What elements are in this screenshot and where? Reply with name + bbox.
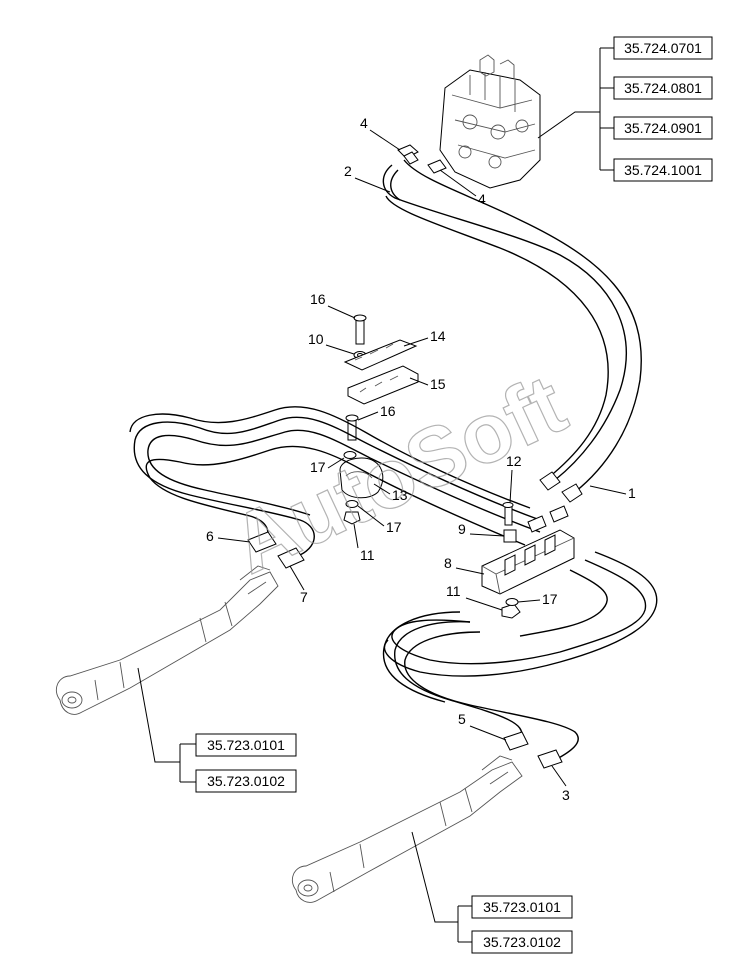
clamp-plate-14	[343, 339, 418, 371]
svg-text:35.723.0102: 35.723.0102	[207, 773, 285, 789]
svg-text:10: 10	[308, 331, 324, 347]
svg-text:4: 4	[360, 115, 368, 131]
svg-text:3: 3	[562, 787, 570, 803]
hose-end-fitting-6	[247, 531, 277, 553]
cylinder-upper-reference-group: 35.723.0101 35.723.0102	[137, 667, 297, 793]
svg-text:35.724.1001: 35.724.1001	[624, 162, 702, 178]
svg-text:2: 2	[344, 163, 352, 179]
clamp-plate-15	[347, 365, 419, 405]
valve-reference-group: 35.724.0701 35.724.0801 35.724.0901 35.7…	[537, 36, 713, 182]
callout-12: 12	[506, 453, 522, 504]
svg-text:16: 16	[380, 403, 396, 419]
hose-end-fitting-5	[503, 731, 529, 751]
callout-17-upper: 17	[310, 457, 345, 475]
svg-text:35.723.0101: 35.723.0101	[483, 899, 561, 915]
washer-17-lower	[345, 500, 359, 508]
svg-text:7: 7	[300, 589, 308, 605]
svg-text:11: 11	[446, 583, 461, 599]
svg-text:35.724.0801: 35.724.0801	[624, 80, 702, 96]
ref-box-cylinder-upper-1[interactable]: 35.723.0101	[195, 733, 297, 757]
ref-box-cylinder-lower-1[interactable]: 35.723.0101	[471, 895, 573, 919]
hydraulic-cylinder-upper	[56, 565, 279, 715]
hose-end-fitting-3	[537, 749, 563, 769]
svg-text:13: 13	[392, 487, 408, 503]
callout-16-lower: 16	[357, 403, 396, 421]
svg-text:15: 15	[430, 376, 446, 392]
ref-box-valve-2[interactable]: 35.724.0801	[613, 76, 713, 100]
callout-15: 15	[409, 376, 446, 392]
callout-4-right: 4	[439, 169, 486, 207]
svg-text:5: 5	[458, 711, 466, 727]
washer-17-right	[505, 598, 519, 606]
callout-5: 5	[458, 711, 507, 741]
ref-box-valve-3[interactable]: 35.724.0901	[613, 116, 713, 140]
svg-text:17: 17	[310, 459, 326, 475]
washer-17-upper	[343, 451, 357, 459]
hose-bundle-left	[129, 406, 541, 556]
svg-text:4: 4	[478, 191, 486, 207]
spacer-9	[503, 529, 517, 543]
ref-box-valve-1[interactable]: 35.724.0701	[613, 36, 713, 60]
svg-text:14: 14	[430, 328, 446, 344]
hose-end-fittings-1	[539, 471, 583, 503]
control-valve-assembly	[439, 54, 541, 189]
ref-box-valve-4[interactable]: 35.724.1001	[613, 158, 713, 182]
cylinder-lower-reference-group: 35.723.0101 35.723.0102	[411, 831, 573, 954]
fitting-4-left	[397, 144, 419, 165]
svg-text:16: 16	[310, 291, 326, 307]
svg-text:17: 17	[386, 519, 402, 535]
callout-10: 10	[308, 331, 355, 355]
callout-11-upper: 11	[353, 523, 375, 563]
callout-11-lower: 11	[446, 583, 503, 611]
callouts: 4 4 2 16 10 14 15 16	[206, 115, 636, 803]
callout-13: 13	[373, 483, 408, 503]
hose-end-fitting-7	[277, 547, 305, 569]
hose-1-2-pair	[382, 159, 642, 493]
ref-box-cylinder-upper-2[interactable]: 35.723.0102	[195, 769, 297, 793]
nut-11-lower	[501, 603, 521, 619]
svg-text:35.723.0102: 35.723.0102	[483, 934, 561, 950]
svg-text:9: 9	[458, 521, 466, 537]
callout-6: 6	[206, 528, 251, 544]
clamp-bolt-16-lower	[345, 414, 359, 441]
bolt-12	[502, 502, 514, 526]
ref-box-cylinder-lower-2[interactable]: 35.723.0102	[471, 930, 573, 954]
hose-bundle-lower	[382, 551, 658, 761]
callout-7: 7	[289, 565, 308, 605]
svg-text:11: 11	[360, 547, 375, 563]
nut-11-upper	[343, 511, 361, 525]
svg-text:8: 8	[444, 555, 452, 571]
callout-17-right: 17	[517, 591, 558, 607]
callout-2: 2	[344, 163, 391, 193]
fitting-4-right	[427, 159, 447, 174]
svg-text:35.724.0701: 35.724.0701	[624, 40, 702, 56]
svg-text:1: 1	[628, 485, 636, 501]
callout-4-left: 4	[360, 115, 401, 151]
clamp-block-13	[339, 457, 384, 499]
callout-8: 8	[444, 555, 485, 575]
svg-text:12: 12	[506, 453, 522, 469]
svg-text:35.724.0901: 35.724.0901	[624, 120, 702, 136]
manifold-block-8	[481, 505, 575, 595]
callout-16-top: 16	[310, 291, 356, 319]
svg-text:17: 17	[542, 591, 558, 607]
callout-14: 14	[403, 328, 446, 347]
hydraulic-cylinder-lower	[292, 755, 523, 903]
callout-3: 3	[551, 765, 570, 803]
clamp-bolt-16-top	[353, 314, 367, 345]
callout-1: 1	[589, 485, 636, 501]
callout-17-lower: 17	[357, 505, 402, 535]
svg-text:35.723.0101: 35.723.0101	[207, 737, 285, 753]
svg-text:6: 6	[206, 528, 214, 544]
callout-9: 9	[458, 521, 505, 537]
